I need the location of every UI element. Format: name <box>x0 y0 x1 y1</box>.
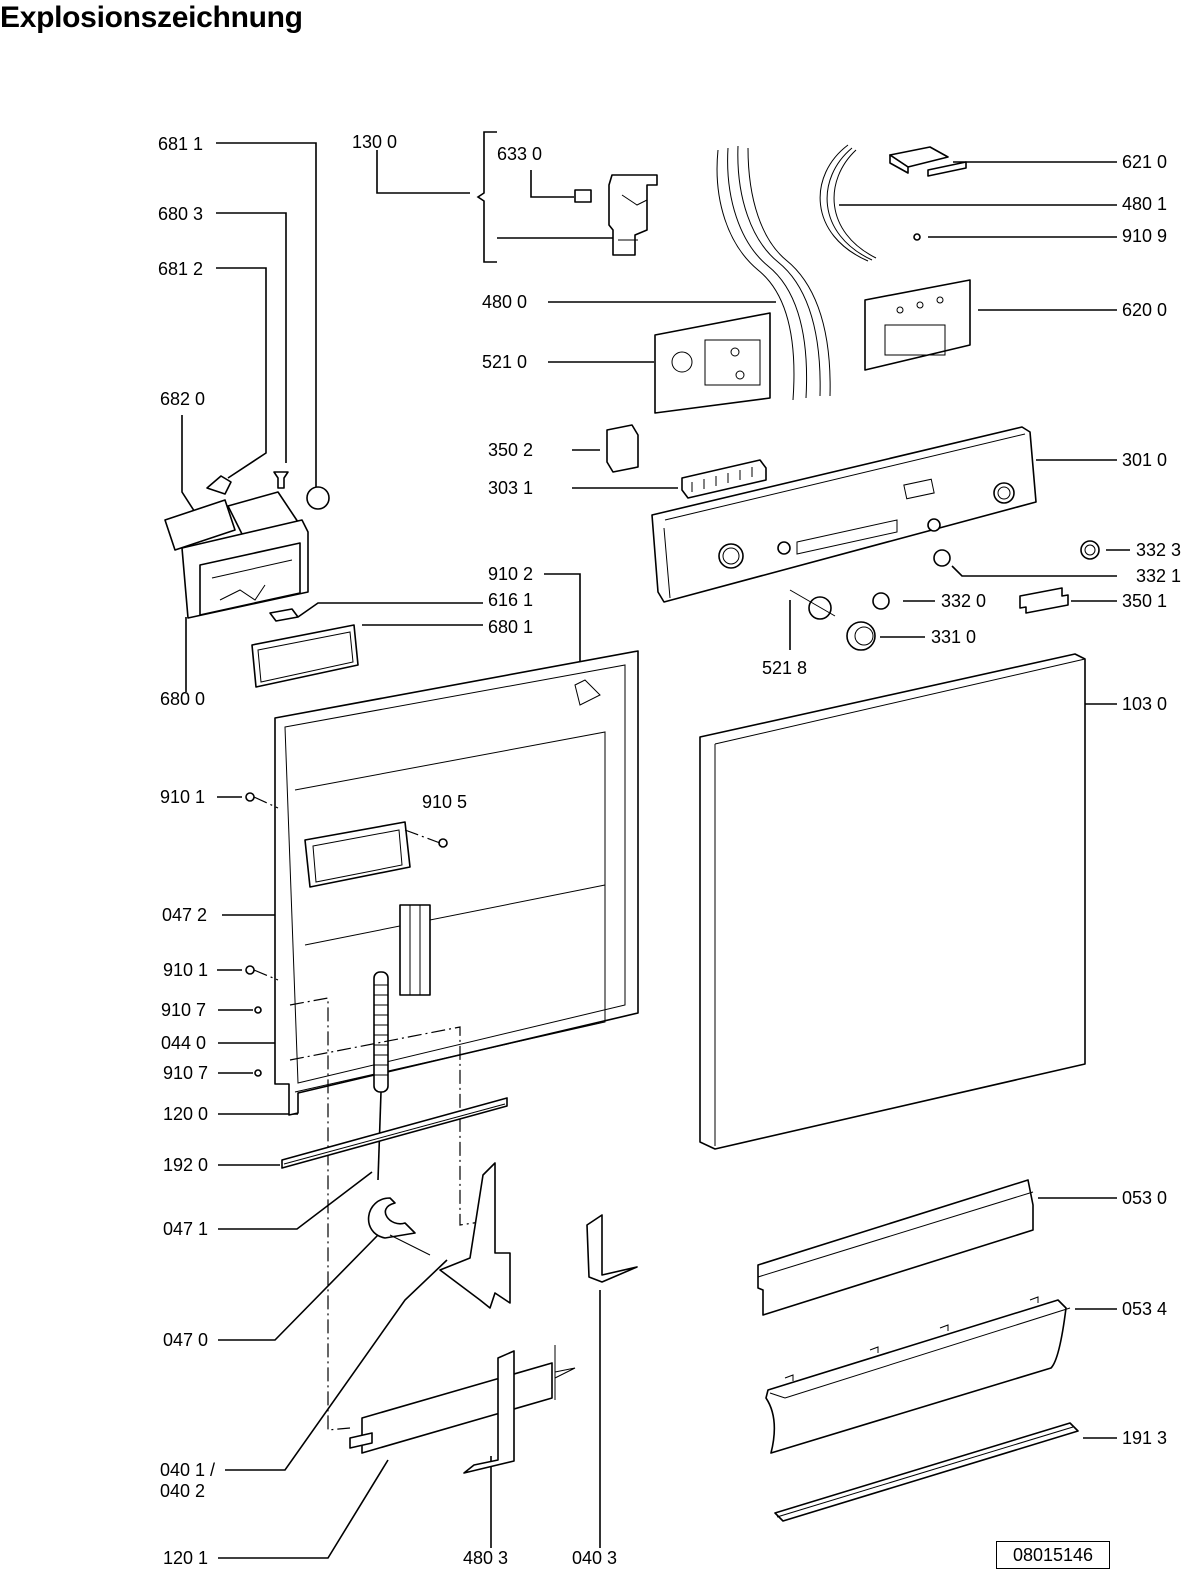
callout-480-0: 480 0 <box>482 292 527 312</box>
part-screw-910-5 <box>438 838 448 848</box>
part-680-clip <box>273 471 289 489</box>
part-connector-621 <box>889 146 967 177</box>
part-350-2 <box>606 424 639 473</box>
callout-681-2: 681 2 <box>158 259 203 279</box>
callout-332-0: 332 0 <box>941 591 986 611</box>
callout-350-2: 350 2 <box>488 440 533 460</box>
callout-192-0: 192 0 <box>163 1155 208 1175</box>
part-682-hinge <box>206 475 232 495</box>
part-bracket-040-3 <box>586 1214 638 1283</box>
part-plinth-053-4 <box>765 1296 1071 1454</box>
callout-616-1: 616 1 <box>488 590 533 610</box>
part-bottom-plate <box>349 1345 576 1454</box>
callout-040-2: 040 2 <box>160 1481 205 1501</box>
callout-910-7-a: 910 7 <box>161 1000 206 1020</box>
callout-301-0: 301 0 <box>1122 450 1167 470</box>
part-rail-192-0 <box>281 1097 508 1169</box>
callout-191-3: 191 3 <box>1122 1428 1167 1448</box>
callout-044-0: 044 0 <box>161 1033 206 1053</box>
callout-680-0: 680 0 <box>160 689 205 709</box>
callout-053-0: 053 0 <box>1122 1188 1167 1208</box>
part-knob-332-0 <box>872 592 890 610</box>
callout-047-0: 047 0 <box>163 1330 208 1350</box>
part-screw-910-1b <box>245 965 255 975</box>
callout-040-3: 040 3 <box>572 1548 617 1568</box>
leader-lines <box>181 131 1130 1559</box>
callout-633-0: 633 0 <box>497 144 542 164</box>
part-knob-332-3 <box>1080 540 1100 560</box>
part-outer-door <box>699 653 1086 1150</box>
callout-labels: 681 1 130 0 633 0 621 0 480 1 680 3 910 … <box>158 132 1181 1568</box>
callout-910-2: 910 2 <box>488 564 533 584</box>
callout-040-1: 040 1 / <box>160 1460 215 1480</box>
callout-681-1: 681 1 <box>158 134 203 154</box>
part-button-strip <box>681 459 767 499</box>
callout-047-2: 047 2 <box>162 905 207 925</box>
part-control-panel <box>651 426 1037 603</box>
callout-910-1-b: 910 1 <box>163 960 208 980</box>
callout-053-4: 053 4 <box>1122 1299 1167 1319</box>
callout-120-1: 120 1 <box>163 1548 208 1568</box>
part-knob-521-8 <box>789 589 836 620</box>
callout-620-0: 620 0 <box>1122 300 1167 320</box>
callout-910-7-b: 910 7 <box>163 1063 208 1083</box>
callout-910-5: 910 5 <box>422 792 467 812</box>
callout-103-0: 103 0 <box>1122 694 1167 714</box>
part-spring <box>373 971 389 1181</box>
part-kickplate-053-0 <box>757 1179 1034 1316</box>
callout-480-3: 480 3 <box>463 1548 508 1568</box>
part-bracket-480-3 <box>463 1350 515 1474</box>
callout-303-1: 303 1 <box>488 478 533 498</box>
part-knob-331-0 <box>846 621 876 651</box>
callout-910-9: 910 9 <box>1122 226 1167 246</box>
part-door-lock <box>574 174 658 256</box>
callout-480-1: 480 1 <box>1122 194 1167 214</box>
part-hinge-bracket <box>439 1162 511 1309</box>
callout-120-0: 120 0 <box>163 1104 208 1124</box>
callout-047-1: 047 1 <box>163 1219 208 1239</box>
callout-130-0: 130 0 <box>352 132 397 152</box>
callout-910-1-a: 910 1 <box>160 787 205 807</box>
part-screw-910-1a <box>245 792 255 802</box>
document-number-box: 08015146 <box>996 1541 1110 1569</box>
part-gasket <box>251 624 359 688</box>
callout-521-8: 521 8 <box>762 658 807 678</box>
page-title: Explosionszeichnung <box>0 1 303 34</box>
callout-621-0: 621 0 <box>1122 152 1167 172</box>
part-screw-910-7a <box>254 1006 262 1014</box>
callout-350-1: 350 1 <box>1122 591 1167 611</box>
part-screw-910-9 <box>913 233 921 241</box>
part-hinge-arm <box>367 1197 431 1256</box>
callout-680-3: 680 3 <box>158 204 203 224</box>
part-wiring-harness <box>716 145 831 401</box>
callout-680-1: 680 1 <box>488 617 533 637</box>
part-electronic-module <box>654 312 771 414</box>
part-knob-332-1 <box>933 549 951 567</box>
callout-332-3: 332 3 <box>1136 540 1181 560</box>
callout-331-0: 331 0 <box>931 627 976 647</box>
part-inner-door <box>274 650 639 1116</box>
part-wiring-480-1 <box>819 144 877 262</box>
part-seal-191-3 <box>774 1422 1079 1522</box>
callout-682-0: 682 0 <box>160 389 205 409</box>
part-screw-910-7b <box>254 1069 262 1077</box>
callout-332-1: 332 1 <box>1136 566 1181 586</box>
callout-521-0: 521 0 <box>482 352 527 372</box>
part-681-seal-ring <box>306 486 330 510</box>
part-dispenser-unit <box>164 491 309 622</box>
part-cover-350-1 <box>1019 587 1069 614</box>
part-control-board-620 <box>864 279 971 371</box>
